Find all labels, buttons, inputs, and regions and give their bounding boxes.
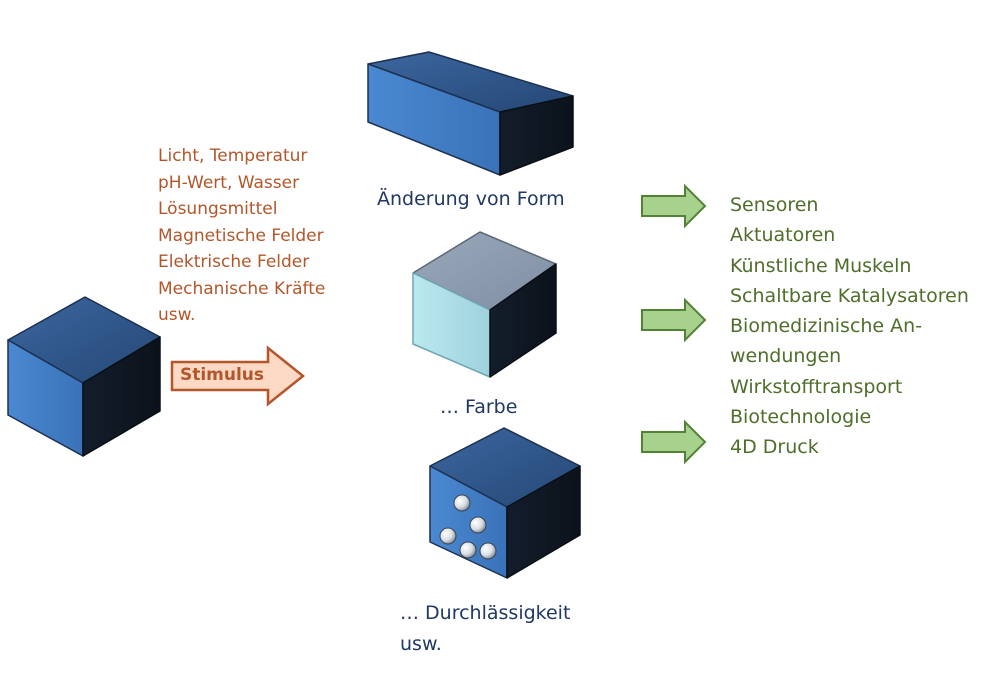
color-cube-side xyxy=(489,263,557,378)
stimuli-list: Licht, Temperatur pH-Wert, Wasser Lösung… xyxy=(158,143,325,329)
application-arrow xyxy=(641,297,707,343)
stimulus-item: Mechanische Kräfte xyxy=(158,278,326,299)
stimulus-label: Stimulus xyxy=(179,365,265,385)
application-item: Biotechnologie xyxy=(730,406,872,429)
pore xyxy=(439,527,457,545)
porous-cube-side xyxy=(506,465,581,579)
application-item: Aktuatoren xyxy=(730,224,836,247)
cuboid-side xyxy=(499,95,574,176)
caption-color-change: … Farbe xyxy=(440,396,518,418)
stimulus-arrow xyxy=(170,345,306,407)
pore xyxy=(453,494,471,512)
application-item: Künstliche Muskeln xyxy=(730,254,912,277)
application-item: Sensoren xyxy=(730,194,819,216)
stimulus-item: pH-Wert, Wasser xyxy=(158,172,300,193)
stimulus-item: Elektrische Felder xyxy=(158,252,310,272)
application-item: Wirkstofftransport xyxy=(730,375,903,398)
stimulus-item: Magnetische Felder xyxy=(158,225,324,246)
color-change-cube xyxy=(412,231,557,378)
pore xyxy=(479,542,497,560)
stimulus-item: usw. xyxy=(158,305,196,325)
application-item: wendungen xyxy=(730,345,842,368)
base-cube-side xyxy=(82,336,161,457)
pore xyxy=(469,516,487,534)
application-item: 4D Druck xyxy=(730,436,819,459)
caption-permeability: … Durchlässigkeit usw. xyxy=(400,598,570,660)
applications-list: Sensoren Aktuatoren Künstliche Muskeln S… xyxy=(730,190,969,463)
application-arrow xyxy=(641,183,707,229)
shape-change-cuboid xyxy=(367,51,574,176)
application-item: Biomedizinische An- xyxy=(730,315,923,338)
caption-permeability-line: usw. xyxy=(400,633,442,655)
permeability-cube xyxy=(429,427,581,579)
application-arrow xyxy=(641,419,707,465)
caption-permeability-line: … Durchlässigkeit xyxy=(400,602,571,624)
pore xyxy=(459,541,477,559)
stimulus-item: Licht, Temperatur xyxy=(158,146,308,166)
base-cube xyxy=(7,296,161,457)
application-item: Schaltbare Katalysatoren xyxy=(730,284,969,307)
stimulus-item: Lösungsmittel xyxy=(158,199,278,219)
caption-shape-change: Änderung von Form xyxy=(377,188,565,210)
